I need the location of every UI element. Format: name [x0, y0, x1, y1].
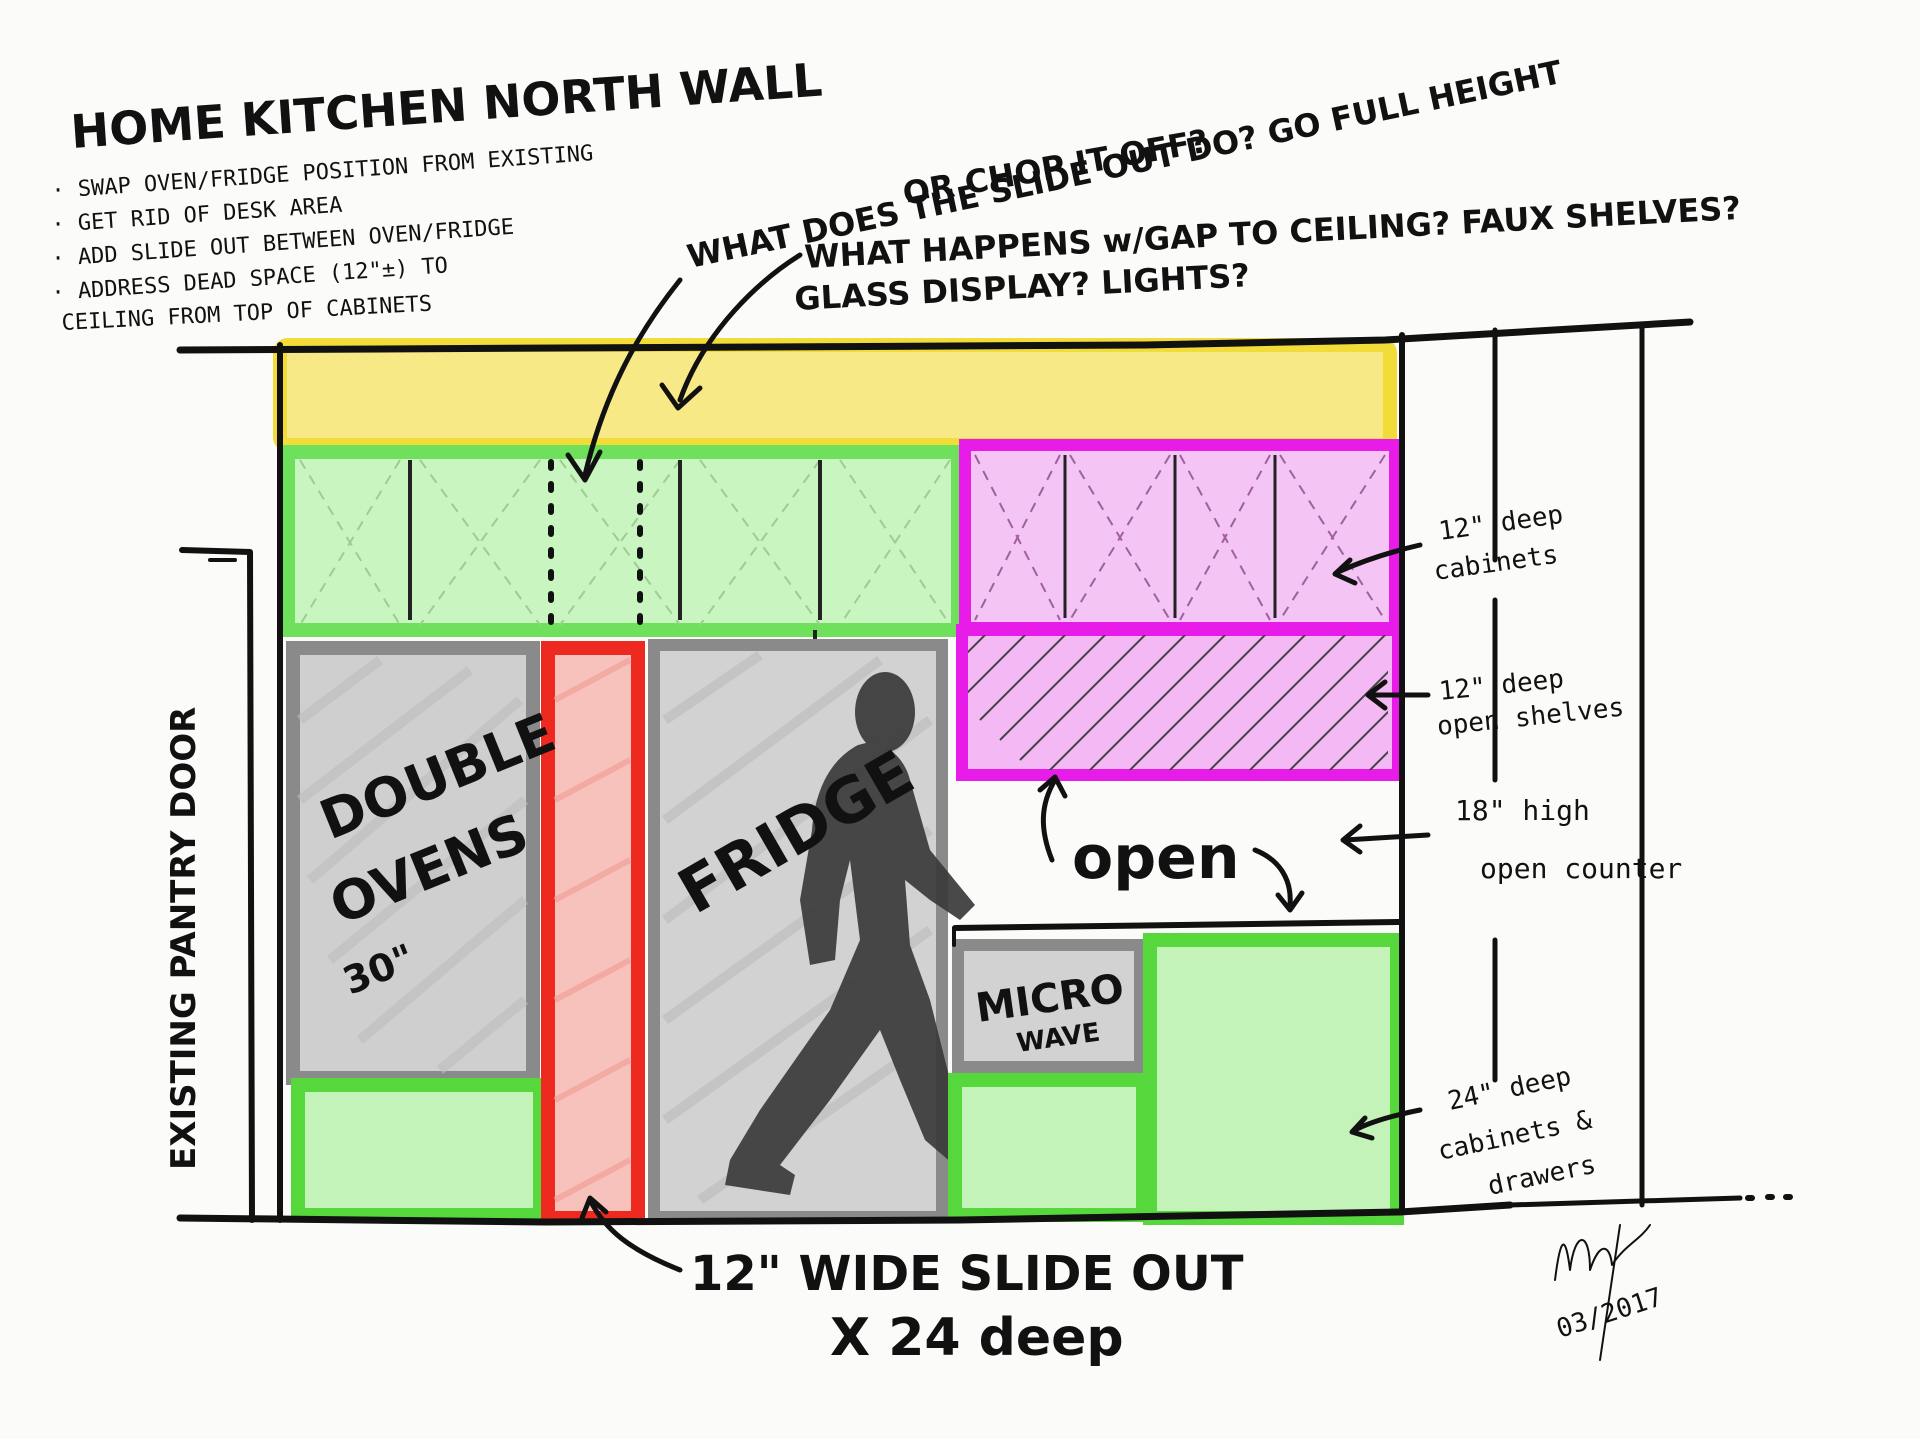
page-title: HOME KITCHEN NORTH WALL — [69, 53, 824, 159]
pantry-door-label: EXISTING PANTRY DOOR — [164, 707, 204, 1170]
slide-out-question-2: OR CHOP IT OFF? — [900, 122, 1211, 213]
open-shelves — [956, 624, 1404, 781]
slide-out-label-2: X 24 deep — [830, 1308, 1124, 1368]
double-ovens — [286, 641, 540, 1085]
microwave — [952, 939, 1146, 1073]
open-label: open — [1072, 823, 1240, 893]
annotation-arrows — [208, 252, 1431, 1273]
callout-base-1: 24" deep — [1445, 1061, 1574, 1116]
base-cabinet-micro — [948, 1073, 1150, 1222]
notes-list: · SWAP OVEN/FRIDGE POSITION FROM EXISTIN… — [51, 141, 594, 336]
slide-out — [541, 641, 645, 1225]
callout-counter-1: 18" high — [1455, 794, 1590, 827]
upper-glass-cabinets — [281, 445, 965, 650]
soffit-gap — [273, 338, 1397, 452]
callout-base-3: drawers — [1485, 1150, 1598, 1202]
callout-counter-2: open counter — [1480, 852, 1682, 885]
slide-out-label-1: 12" WIDE SLIDE OUT — [690, 1246, 1244, 1302]
base-cabinet-24in — [1143, 933, 1404, 1225]
signature: 03/2017 — [1553, 1224, 1666, 1361]
base-cabinet-ovens — [291, 1078, 547, 1222]
structure-lines — [176, 318, 1793, 1226]
upper-12in-cabinets — [959, 439, 1401, 634]
callout-upper-1: 12" deep — [1437, 500, 1565, 547]
